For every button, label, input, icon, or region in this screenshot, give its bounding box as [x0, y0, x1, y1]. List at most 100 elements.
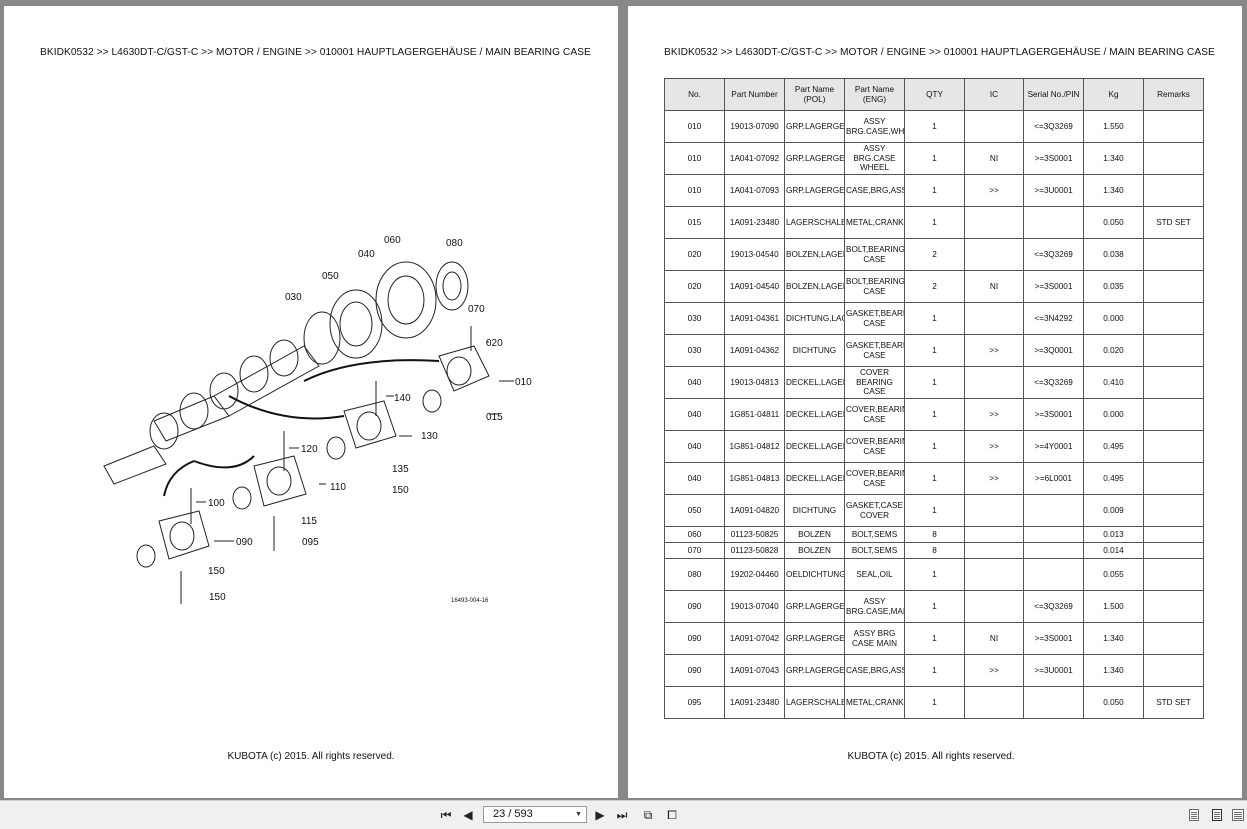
cell-part-number: 1A091-04362: [724, 334, 785, 367]
cell-part-name-eng: ASSY BRG CASE MAIN: [844, 622, 905, 655]
cell-kg: 0.000: [1083, 302, 1144, 335]
cell-part-name-pol: DECKEL,LAGERKASTEN: [784, 398, 845, 431]
cell-part-name-eng: COVER,BEARING CASE: [844, 398, 905, 431]
cell-ic: [964, 542, 1024, 559]
cell-serial: <=3Q3269: [1023, 366, 1084, 399]
cell-kg: 0.495: [1083, 462, 1144, 495]
cell-part-name-eng: BOLT,SEMS: [844, 526, 905, 543]
continuous-page-icon[interactable]: [1212, 809, 1222, 821]
cell-remarks: [1143, 334, 1204, 367]
prev-page-icon[interactable]: ◀: [463, 808, 473, 822]
cell-serial: >=3Q0001: [1023, 334, 1084, 367]
cell-part-name-pol: DECKEL,LAGERKASTEN: [784, 366, 845, 399]
cell-part-name-eng: BOLT,BEARING CASE: [844, 270, 905, 303]
cell-qty: 1: [904, 622, 965, 655]
cell-remarks: [1143, 542, 1204, 559]
table-row: 0951A091-23480LAGERSCHALEMETAL,CRANKSHAF…: [664, 686, 1204, 719]
parts-table: No. Part Number Part Name (POL) Part Nam…: [664, 78, 1204, 719]
cell-remarks: STD SET: [1143, 686, 1204, 719]
cell-part-name-eng: METAL,CRANKSHAFT: [844, 686, 905, 719]
table-row: 0151A091-23480LAGERSCHALEMETAL,CRANKSHAF…: [664, 206, 1204, 239]
cell-serial: >=3S0001: [1023, 142, 1084, 175]
cell-qty: 1: [904, 462, 965, 495]
facing-page-icon[interactable]: [1232, 809, 1244, 821]
fit-page-icon[interactable]: ⧉: [643, 808, 653, 822]
exploded-parts-diagram: 060 080 040 050 030 070 020 010 140 015 …: [94, 226, 534, 616]
table-row: 0901A091-07043GRP.LAGERGEHAEUSECASE,BRG,…: [664, 654, 1204, 687]
cell-remarks: [1143, 110, 1204, 143]
cell-ic: >>: [964, 654, 1024, 687]
cell-ic: >>: [964, 334, 1024, 367]
last-page-icon[interactable]: ⏭: [616, 808, 628, 822]
cell-part-name-eng: BOLT,SEMS: [844, 542, 905, 559]
cell-part-name-pol: DICHTUNG,LAGER: [784, 302, 845, 335]
cell-kg: 1.550: [1083, 110, 1144, 143]
cell-serial: [1023, 558, 1084, 591]
cell-part-name-pol: LAGERSCHALE: [784, 686, 845, 719]
cell-kg: 0.014: [1083, 542, 1144, 559]
cell-no: 010: [664, 142, 725, 175]
cell-part-name-pol: GRP.LAGERGEHAEUSE: [784, 622, 845, 655]
header-remarks: Remarks: [1143, 78, 1204, 111]
header-part-name-eng: Part Name (ENG): [844, 78, 905, 111]
cell-qty: 1: [904, 686, 965, 719]
cell-part-number: 1A091-04361: [724, 302, 785, 335]
cell-part-name-pol: DICHTUNG: [784, 334, 845, 367]
copyright-footer: KUBOTA (c) 2015. All rights reserved.: [847, 751, 1015, 762]
cell-serial: <=3N4292: [1023, 302, 1084, 335]
right-page: BKIDK0532 >> L4630DT-C/GST-C >> MOTOR / …: [628, 6, 1242, 798]
single-page-icon[interactable]: [1189, 809, 1199, 821]
cell-serial: >=3S0001: [1023, 398, 1084, 431]
cell-qty: 1: [904, 366, 965, 399]
chevron-down-icon: ▼: [575, 811, 582, 818]
fit-width-icon[interactable]: ⧠: [667, 808, 677, 822]
cell-no: 010: [664, 110, 725, 143]
cell-part-number: 1G851-04812: [724, 430, 785, 463]
table-row: 0401G851-04813DECKEL,LAGERKASTENCOVER,BE…: [664, 462, 1204, 495]
cell-part-name-eng: GASKET,BEARING CASE: [844, 334, 905, 367]
cell-no: 060: [664, 526, 725, 543]
cell-part-number: 19013-07090: [724, 110, 785, 143]
drawing-code: 16493-004-16: [451, 598, 489, 604]
cell-qty: 1: [904, 558, 965, 591]
cell-remarks: STD SET: [1143, 206, 1204, 239]
cell-qty: 1: [904, 398, 965, 431]
cell-kg: 0.050: [1083, 686, 1144, 719]
breadcrumb: BKIDK0532 >> L4630DT-C/GST-C >> MOTOR / …: [40, 47, 591, 58]
cell-kg: 0.009: [1083, 494, 1144, 527]
label-015: 015: [486, 412, 503, 423]
cell-ic: NI: [964, 622, 1024, 655]
cell-part-name-pol: BOLZEN: [784, 542, 845, 559]
page-number-select[interactable]: 23 / 593 ▼: [483, 806, 587, 823]
cell-part-name-pol: BOLZEN,LAGERKASTEN: [784, 270, 845, 303]
cell-no: 090: [664, 654, 725, 687]
label-110: 110: [330, 482, 346, 493]
label-150-a: 150: [392, 485, 409, 496]
label-130: 130: [421, 431, 438, 442]
table-row: 0401G851-04812DECKEL,LAGERKASTENCOVER,BE…: [664, 430, 1204, 463]
cell-ic: [964, 238, 1024, 271]
cell-kg: 0.035: [1083, 270, 1144, 303]
cell-qty: 1: [904, 142, 965, 175]
cell-part-name-pol: BOLZEN,LAGERKASTEN: [784, 238, 845, 271]
cell-no: 070: [664, 542, 725, 559]
label-010: 010: [515, 377, 532, 388]
first-page-icon[interactable]: ⏮: [440, 808, 452, 822]
cell-ic: [964, 526, 1024, 543]
cell-part-number: 1A091-23480: [724, 206, 785, 239]
next-page-icon[interactable]: ▶: [595, 808, 605, 822]
cell-qty: 1: [904, 494, 965, 527]
header-no: No.: [664, 78, 725, 111]
cell-kg: 0.050: [1083, 206, 1144, 239]
cell-kg: 1.340: [1083, 174, 1144, 207]
cell-part-name-pol: DICHTUNG: [784, 494, 845, 527]
label-020: 020: [486, 338, 503, 349]
cell-kg: 0.410: [1083, 366, 1144, 399]
cell-remarks: [1143, 494, 1204, 527]
table-row: 0201A091-04540BOLZEN,LAGERKASTENBOLT,BEA…: [664, 270, 1204, 303]
cell-no: 015: [664, 206, 725, 239]
